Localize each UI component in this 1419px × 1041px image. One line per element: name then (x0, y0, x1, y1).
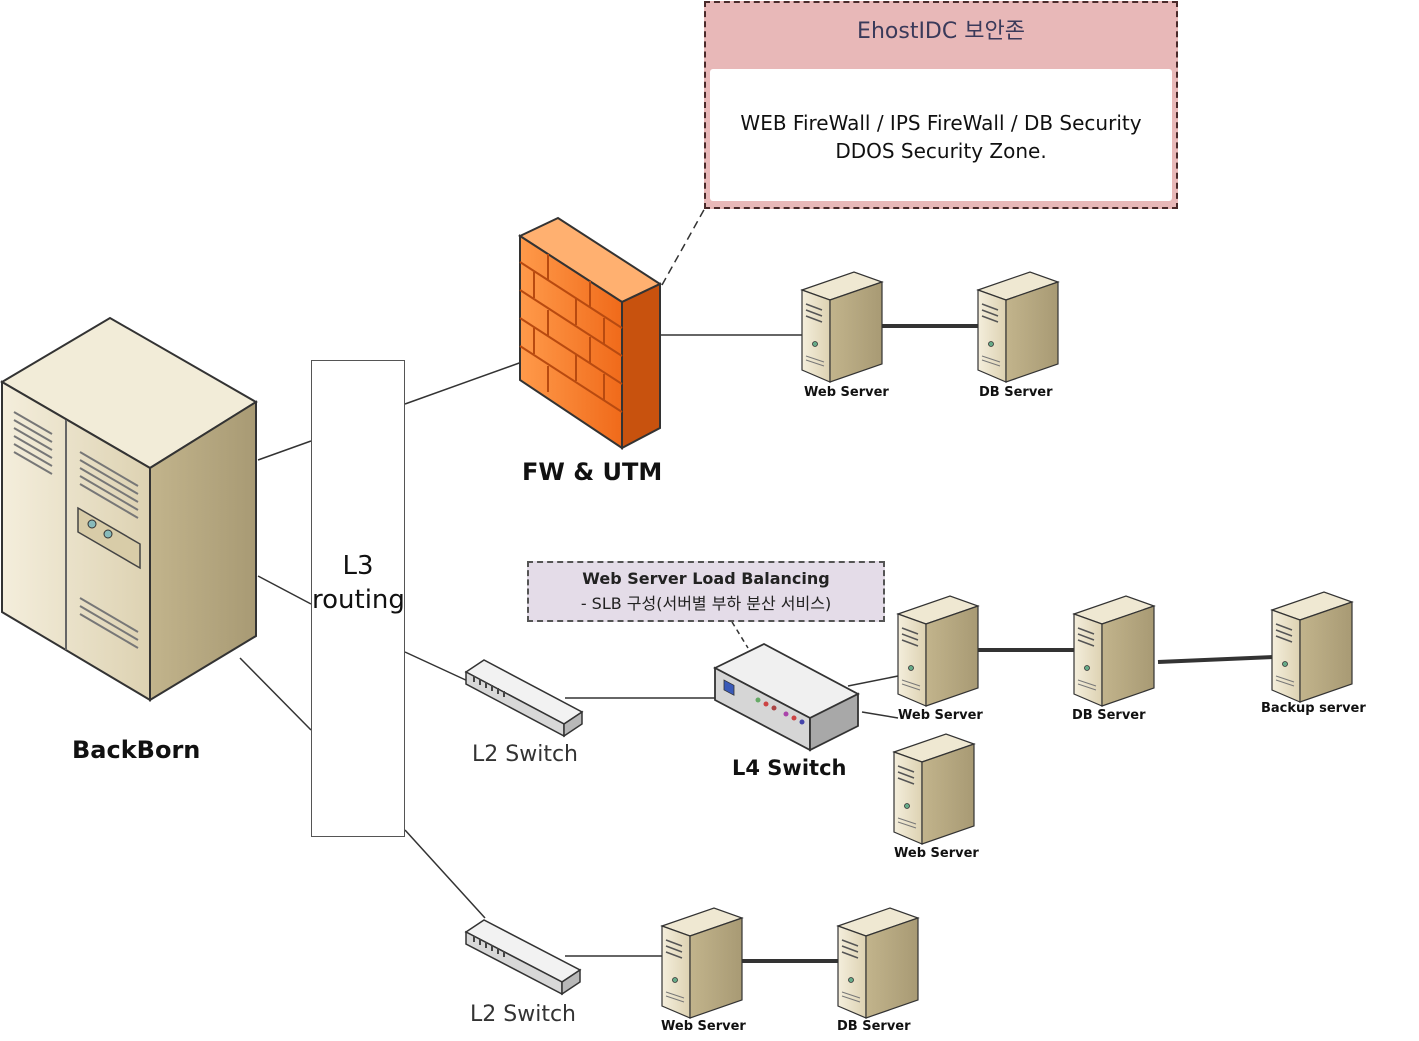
fw-db-server-icon (977, 271, 1059, 383)
l4-switch-icon (713, 642, 860, 752)
l2-switch-bottom-icon (464, 919, 582, 996)
lb-db-server-label: DB Server (1072, 708, 1146, 723)
l3-label-line1: L3 (342, 551, 374, 581)
l2-web-server-label: Web Server (661, 1019, 746, 1034)
backbone-server-icon (0, 316, 258, 702)
security-zone-text: WEB FireWall / IPS FireWall / DB Securit… (710, 109, 1172, 165)
l2-db-server-icon (837, 907, 919, 1019)
lb-web-server-1-label: Web Server (898, 708, 983, 723)
security-zone-line2: DDOS Security Zone. (835, 139, 1047, 163)
lb-web-server-2-icon (893, 733, 975, 845)
security-zone-body: WEB FireWall / IPS FireWall / DB Securit… (710, 69, 1172, 201)
security-zone-line1: WEB FireWall / IPS FireWall / DB Securit… (740, 111, 1142, 135)
l4-switch-label: L4 Switch (732, 756, 847, 780)
slb-title: Web Server Load Balancing (582, 569, 830, 588)
slb-callout: Web Server Load Balancing - SLB 구성(서버별 부… (527, 561, 885, 622)
l2-db-server-label: DB Server (837, 1019, 911, 1034)
slb-subtitle: - SLB 구성(서버별 부하 분산 서비스) (580, 594, 832, 613)
connection-lines (239, 207, 1275, 963)
l2-switch-top-label: L2 Switch (472, 742, 578, 767)
fw-web-server-label: Web Server (804, 385, 889, 400)
backup-server-label: Backup server (1261, 701, 1366, 716)
firewall-icon (517, 216, 663, 450)
firewall-label: FW & UTM (522, 458, 663, 486)
l3-routing-box: L3 routing (311, 360, 405, 837)
l3-label-line2: routing (312, 585, 405, 615)
lb-web-server-2-label: Web Server (894, 846, 979, 861)
fw-web-server-icon (801, 271, 883, 383)
l2-switch-bottom-label: L2 Switch (470, 1002, 576, 1027)
l2-switch-top-icon (464, 659, 584, 738)
l3-routing-label: L3 routing (312, 549, 405, 617)
lb-db-server-icon (1073, 595, 1155, 707)
lb-web-server-1-icon (897, 595, 979, 707)
security-zone-callout: EhostIDC 보안존 WEB FireWall / IPS FireWall… (704, 1, 1178, 209)
backbone-label: BackBorn (72, 736, 201, 764)
l2-web-server-icon (661, 907, 743, 1019)
security-zone-title: EhostIDC 보안존 (857, 19, 1025, 44)
fw-db-server-label: DB Server (979, 385, 1053, 400)
backup-server-icon (1271, 591, 1353, 703)
